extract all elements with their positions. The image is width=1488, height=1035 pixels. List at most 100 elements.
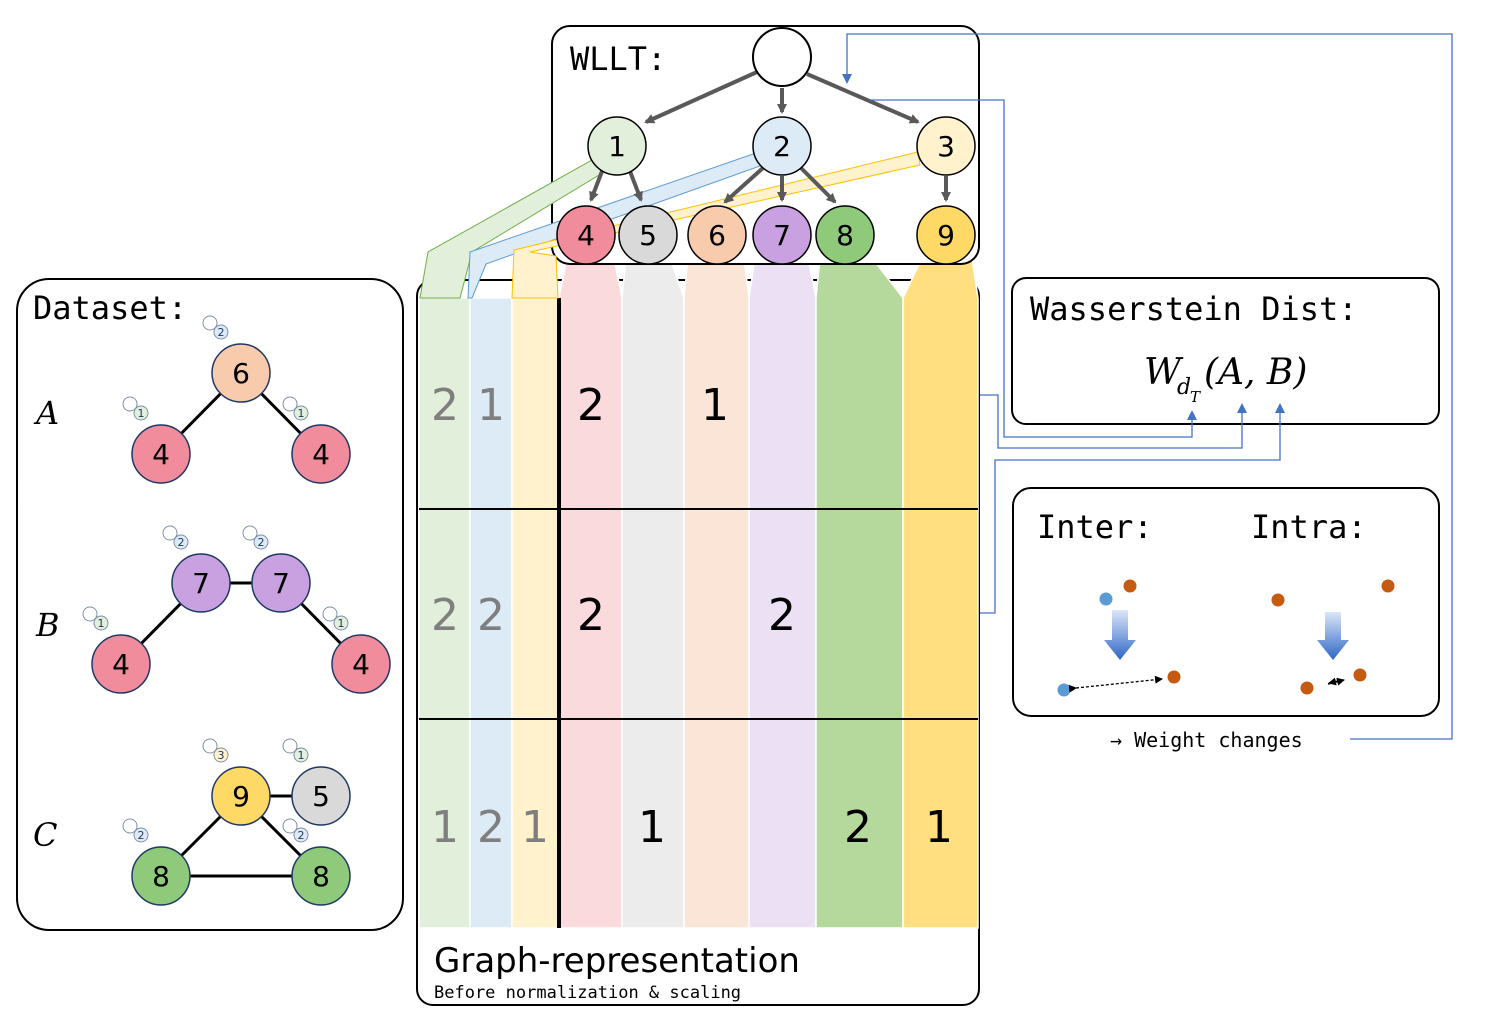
wllt-node-l2-4: 8 <box>815 205 875 265</box>
svg-text:9: 9 <box>937 219 955 252</box>
svg-text:1: 1 <box>298 749 305 762</box>
wllt-edges <box>589 70 951 204</box>
svg-text:8: 8 <box>312 860 330 893</box>
weight-changes-label: → Weight changes <box>1110 728 1303 752</box>
svg-text:4: 4 <box>352 648 370 681</box>
cell-r3-c2: 2 <box>477 802 505 853</box>
inter-down-arrow <box>1104 610 1136 660</box>
wllt-title: WLLT: <box>570 40 666 78</box>
svg-text:8: 8 <box>152 860 170 893</box>
svg-text:1: 1 <box>608 130 626 163</box>
cell-r3-c5: 1 <box>638 802 666 853</box>
svg-text:3: 3 <box>937 130 955 163</box>
cell-r3-c3: 1 <box>521 802 549 853</box>
graph-b-node-0-badge: 2 <box>162 525 189 550</box>
svg-text:4: 4 <box>152 438 170 471</box>
graph-c-node-0: 93 <box>202 738 271 826</box>
wllt-node-l2-5: 9 <box>916 205 976 265</box>
representation-subtitle: Before normalization & scaling <box>434 983 741 1003</box>
wasserstein-panel: Wasserstein Dist: W d T (A, B) <box>1011 277 1440 425</box>
cell-r2-c4: 2 <box>577 590 605 641</box>
cell-r2-c7: 2 <box>768 590 796 641</box>
graph-c-node-3: 82 <box>282 818 351 906</box>
graph-a-node-1: 41 <box>122 396 191 484</box>
wllt-root-node <box>752 27 812 87</box>
svg-text:6: 6 <box>232 357 250 390</box>
wllt-node-l2-2: 6 <box>687 205 747 265</box>
graph-c-node-2: 82 <box>122 818 191 906</box>
graph-b-node-1: 72 <box>242 525 311 613</box>
graph-c-node-1: 51 <box>282 738 351 826</box>
svg-text:4: 4 <box>112 648 130 681</box>
connector-wllt-to-w <box>870 99 1197 438</box>
cell-r3-c9: 1 <box>925 802 953 853</box>
svg-text:2: 2 <box>258 536 265 549</box>
graph-c-node-0-badge: 3 <box>202 738 229 763</box>
wllt-node-l2-3: 7 <box>752 205 812 265</box>
svg-text:2: 2 <box>218 326 225 339</box>
svg-text:1: 1 <box>138 407 145 420</box>
inter-point-orange-after <box>1167 670 1181 684</box>
intra-point-1-after <box>1300 681 1314 695</box>
svg-text:8: 8 <box>836 219 854 252</box>
svg-text:7: 7 <box>272 567 290 600</box>
graph-b-node-3: 41 <box>322 606 391 694</box>
formula-sub-d: d <box>1177 375 1191 400</box>
wllt-node-l1-2: 3 <box>916 116 976 176</box>
intra-arrow-right <box>1327 677 1345 686</box>
graph-a-node-0-badge: 2 <box>202 315 229 340</box>
svg-text:2: 2 <box>178 536 185 549</box>
graph-name-a: A <box>33 394 59 432</box>
wllt-nodes: 1 2 3 <box>587 27 976 176</box>
graph-a-node-0: 62 <box>202 315 271 403</box>
wasserstein-frame <box>1011 277 1440 425</box>
cell-r1-c6: 1 <box>701 380 729 431</box>
inter-point-blue-before <box>1099 592 1113 606</box>
svg-text:2: 2 <box>298 829 305 842</box>
cell-r3-c8: 2 <box>844 802 872 853</box>
graph-b-node-0: 72 <box>162 525 231 613</box>
wasserstein-formula: W d T (A, B) <box>1144 352 1307 406</box>
graph-c-node-3-badge: 2 <box>282 818 309 843</box>
intra-point-1-before <box>1271 593 1285 607</box>
svg-text:1: 1 <box>98 617 105 630</box>
inter-label: Inter: <box>1037 508 1153 546</box>
ribbon-label-3 <box>511 151 921 299</box>
graph-b-node-3-badge: 1 <box>322 606 349 631</box>
wllt-node-l2-0: 4 <box>556 205 616 265</box>
cell-r2-c2: 2 <box>477 590 505 641</box>
connector-a-to-w <box>980 394 1247 449</box>
cell-r1-c2: 1 <box>477 380 505 431</box>
dataset-title: Dataset: <box>33 289 187 327</box>
svg-text:6: 6 <box>708 219 726 252</box>
representation-column-6 <box>683 257 750 929</box>
cell-r3-c1: 1 <box>431 802 459 853</box>
representation-title: Graph-representation <box>434 941 800 981</box>
blue-connectors <box>842 33 1453 740</box>
graph-a-node-1-badge: 1 <box>122 396 149 421</box>
graph-a-node-2: 41 <box>282 396 351 484</box>
cell-r1-c4: 2 <box>577 380 605 431</box>
svg-text:4: 4 <box>577 219 595 252</box>
svg-text:7: 7 <box>192 567 210 600</box>
wllt-ribbons <box>419 151 921 299</box>
graph-name-b: B <box>35 606 60 644</box>
cell-r2-c1: 2 <box>431 590 459 641</box>
formula-args: (A, B) <box>1204 352 1307 393</box>
svg-text:1: 1 <box>298 407 305 420</box>
wasserstein-title: Wasserstein Dist: <box>1030 290 1358 328</box>
graph-b-node-1-badge: 2 <box>242 525 269 550</box>
intra-label: Intra: <box>1251 508 1367 546</box>
svg-text:3: 3 <box>218 749 225 762</box>
wllt-node-l2-1: 5 <box>618 205 678 265</box>
svg-text:5: 5 <box>312 780 330 813</box>
svg-text:1: 1 <box>338 617 345 630</box>
inter-distance-arrow <box>1068 675 1163 693</box>
